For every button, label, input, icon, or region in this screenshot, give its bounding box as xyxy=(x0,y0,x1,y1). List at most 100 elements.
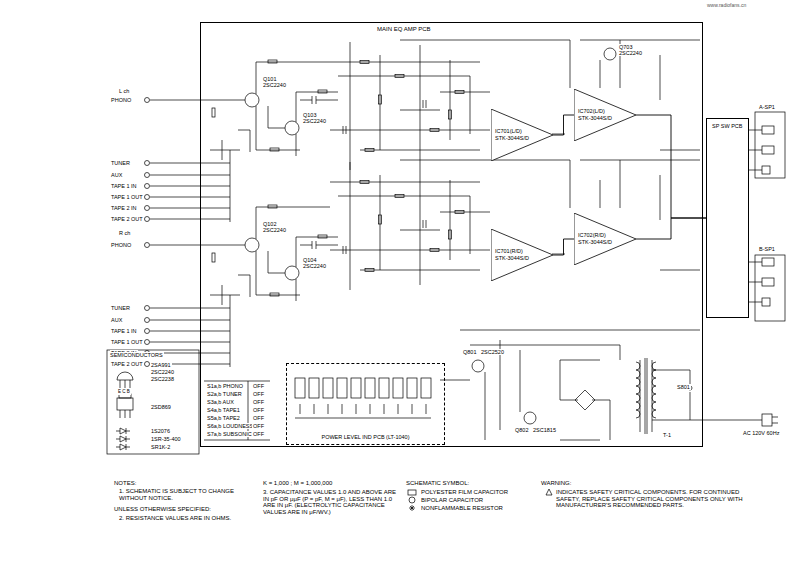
led-indicator-array xyxy=(379,378,389,398)
part-number: 2SC2240 xyxy=(262,82,287,88)
speaker-terminals xyxy=(755,255,785,321)
power-supply-wiring xyxy=(472,360,484,372)
part-number: 2SC2240 xyxy=(618,50,643,56)
part-number: 2SA991 xyxy=(150,362,172,368)
switch-label: S7a,b SUBSONIC xyxy=(206,431,253,437)
switch-table-frame xyxy=(204,381,270,440)
power-supply-wiring xyxy=(440,330,762,440)
callout-number: Q802 xyxy=(514,427,529,433)
switch-label: S1a,b PHONO xyxy=(206,383,244,389)
board-title: SP SW PCB xyxy=(711,123,743,129)
power-plug xyxy=(772,417,778,423)
switch-label: S3a,b AUX xyxy=(206,399,235,405)
led-indicator-array xyxy=(337,378,347,398)
note-symbols xyxy=(409,505,415,511)
semiconductor-outlines xyxy=(120,410,130,418)
part-number: 2SC2240 xyxy=(262,227,287,233)
switch-state: OFF xyxy=(252,431,265,437)
semiconductor-outlines xyxy=(117,372,133,388)
led-indicator-array xyxy=(365,378,375,398)
ic-label: STK-3044S/D xyxy=(577,239,613,245)
amplifier-triangle xyxy=(574,213,636,265)
signal-wire xyxy=(636,115,706,218)
switch-table-frame xyxy=(204,381,270,440)
note-text: SCHEMATIC SYMBOL: xyxy=(405,480,470,487)
power-supply-wiring xyxy=(524,412,536,424)
semiconductor-outlines xyxy=(107,350,199,454)
note-text: UNLESS OTHERWISE SPECIFIED: xyxy=(113,506,212,513)
led-indicator-array xyxy=(309,378,319,398)
speaker-terminals xyxy=(748,130,762,302)
part-number: 2SC2520 xyxy=(480,349,505,355)
amplifier-triangle xyxy=(491,229,553,281)
input-label: TAPE 2 OUT xyxy=(110,361,144,367)
board-title: MAIN EQ AMP PCB xyxy=(376,26,432,33)
input-label: TUNER xyxy=(110,160,131,166)
part-number: SR1K-2 xyxy=(150,444,171,450)
switch-state: OFF xyxy=(252,383,265,389)
signal-wire xyxy=(636,218,706,239)
input-label: TAPE 1 IN xyxy=(110,183,138,189)
note-symbols xyxy=(408,489,552,511)
led-indicator-array xyxy=(421,378,431,398)
part-number: 2SC1815 xyxy=(532,427,557,433)
part-number: 2SC2240 xyxy=(150,369,175,375)
speaker-terminals xyxy=(762,278,774,286)
ic-label: STK-3044S/D xyxy=(494,255,530,261)
speaker-terminals xyxy=(762,298,770,306)
ic-label: STK-3044S/D xyxy=(494,135,530,141)
switch-label: S5a,b TAPE2 xyxy=(206,415,241,421)
part-number: 2SC2240 xyxy=(302,118,327,124)
power-plug xyxy=(762,414,778,426)
watermark: www.radiofans.cn xyxy=(706,3,747,9)
amplifier-triangle xyxy=(574,89,636,141)
switch-board: SP SW PCB xyxy=(706,118,749,318)
input-label: PHONO xyxy=(110,242,132,248)
callout-number: T-1 xyxy=(662,432,672,438)
phono-amp-left xyxy=(145,60,339,222)
note-text: POLYESTER FILM CAPACITOR xyxy=(420,489,509,496)
speaker-terminals xyxy=(762,126,774,134)
terminal-label: B-SP1 xyxy=(758,246,776,252)
note-text: WARNING: xyxy=(540,480,572,487)
note-symbols xyxy=(546,489,552,495)
phono-amp-right xyxy=(145,205,339,367)
input-label: AUX xyxy=(110,172,123,178)
part-number: 1SR-35-400 xyxy=(150,436,182,442)
phono-amp-left xyxy=(145,60,339,222)
switch-label: S4a,b TAPE1 xyxy=(206,407,241,413)
channel-label: L ch xyxy=(118,88,130,94)
part-number: 2SC2238 xyxy=(150,376,175,382)
signal-wire xyxy=(553,239,574,255)
signal-wire xyxy=(553,115,574,135)
speaker-terminals xyxy=(762,166,770,174)
board-title: POWER LEVEL IND PCB (LT-1040) xyxy=(287,434,444,440)
input-label: AUX xyxy=(110,317,123,323)
switch-state: OFF xyxy=(252,391,265,397)
note-text: 1. SCHEMATIC IS SUBJECT TO CHANGE WITHOU… xyxy=(118,488,238,501)
note-text: 3. CAPACITANCE VALUES 1.0 AND ABOVE ARE … xyxy=(262,489,402,515)
semiconductor-outlines xyxy=(117,398,133,410)
led-indicator-array xyxy=(407,378,417,398)
tone-network-right xyxy=(330,160,700,290)
power-plug xyxy=(762,414,772,426)
terminal-label: A-SP1 xyxy=(758,104,776,110)
speaker-terminals xyxy=(748,112,785,321)
tone-network-right xyxy=(330,160,700,290)
amplifier-ic: IC702(L/D)STK-3044S/D xyxy=(574,89,636,141)
amplifier-ic: IC701(L/D)STK-3044S/D xyxy=(491,109,553,161)
note-text: INDICATES SAFETY CRITICAL COMPONENTS. FO… xyxy=(555,489,762,509)
power-label: AC 120V 60Hz xyxy=(742,430,780,436)
led-indicator-array xyxy=(393,378,403,398)
part-number: 2SD869 xyxy=(150,404,172,410)
note-text: NOTES: xyxy=(113,480,137,487)
ic-label: IC701(L/D) xyxy=(494,128,523,134)
amplifier-triangle xyxy=(491,109,553,161)
section-heading: SEMICONDUCTORS xyxy=(109,352,164,358)
note-symbols xyxy=(408,490,416,495)
phono-amp-right xyxy=(145,205,339,367)
callout-number: Q801 xyxy=(462,349,477,355)
switch-label: S2a,b TUNER xyxy=(206,391,243,397)
input-label: PHONO xyxy=(110,97,132,103)
